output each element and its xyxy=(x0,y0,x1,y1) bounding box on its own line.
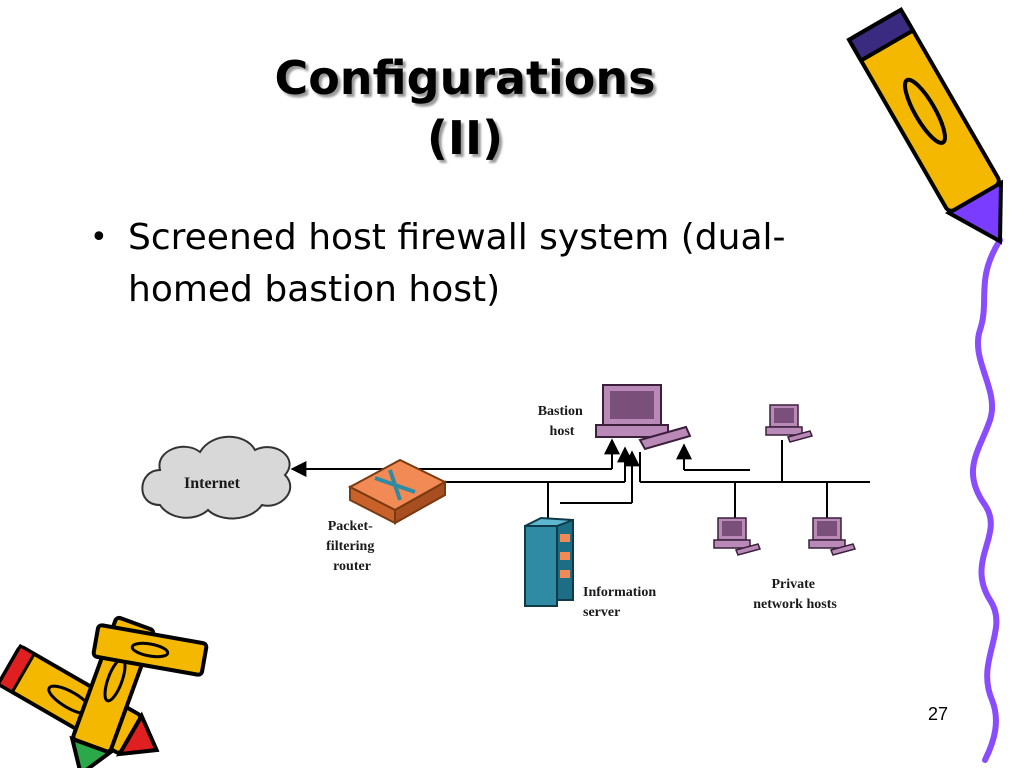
page-number: 27 xyxy=(928,704,949,724)
computer-icon xyxy=(713,517,762,556)
info-server-label-line: Information xyxy=(583,585,656,600)
bastion-label-line: Bastion xyxy=(538,404,583,419)
title-line-2: (II) xyxy=(426,111,504,165)
computer-icon xyxy=(808,517,857,556)
bullet-text: Screened host firewall system (dual- hom… xyxy=(128,212,928,316)
slide-title: Configurations (II) xyxy=(160,48,770,168)
internet-label: Internet xyxy=(184,475,241,492)
bullet-dot: • xyxy=(90,220,108,255)
cloud-icon xyxy=(141,435,292,520)
router-label-line: filtering xyxy=(326,539,374,554)
vine-decoration xyxy=(969,237,1003,763)
info-server-label-line: server xyxy=(583,605,620,620)
router-label: Packet- filtering router xyxy=(326,519,378,574)
private-hosts-label: Private network hosts xyxy=(753,577,837,612)
info-server-label: Information server xyxy=(583,585,660,620)
computer-icon xyxy=(765,404,814,443)
router-icon xyxy=(347,458,448,525)
router-label-line: Packet- xyxy=(328,519,373,534)
title-line-1: Configurations xyxy=(274,51,656,105)
computer-icon xyxy=(595,384,692,451)
bullet-text-line-2: homed bastion host) xyxy=(128,269,501,310)
router-label-line: router xyxy=(333,559,371,574)
private-hosts-label-line: network hosts xyxy=(753,597,837,612)
pencil-icon xyxy=(846,7,1004,245)
bullet-text-line-1: Screened host firewall system (dual- xyxy=(128,217,786,258)
bastion-label: Bastion host xyxy=(538,404,587,439)
server-icon xyxy=(524,516,574,607)
private-hosts-label-line: Private xyxy=(771,577,815,592)
pencil-icon xyxy=(91,623,209,677)
bastion-label-line: host xyxy=(550,424,575,439)
